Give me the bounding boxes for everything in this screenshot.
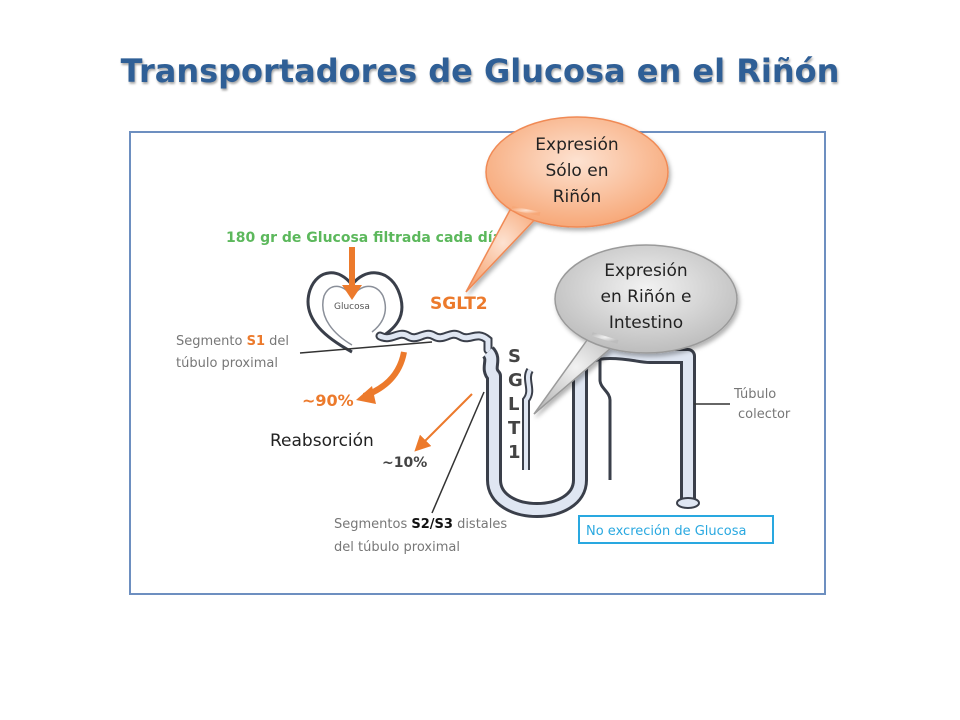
callout-line: Intestino <box>608 313 684 333</box>
callout-kidney-only <box>465 116 669 293</box>
s1-prefix: Segmento <box>176 334 247 349</box>
sglt1-letter: S <box>508 346 521 367</box>
sglt2-label: SGLT2 <box>430 294 488 314</box>
s2s3-label-line2: del túbulo proximal <box>334 540 460 555</box>
callout-line: Riñón <box>552 187 602 207</box>
glucose-label: Glucosa <box>334 302 370 312</box>
filtration-arrowhead <box>342 285 362 300</box>
s1-leader-line <box>299 341 433 354</box>
reabsorption-label: Reabsorción <box>270 431 374 451</box>
reabsorption-10-arrow <box>414 393 473 452</box>
s1-highlight: S1 <box>247 334 265 349</box>
s1-suffix: del <box>265 334 289 349</box>
callout-kidney-intestine-text: Expresión en Riñón e Intestino <box>581 258 711 336</box>
tubule-s1-lumen <box>377 331 491 353</box>
sglt1-letter: 1 <box>508 442 521 463</box>
s2s3-label-line1: Segmentos S2/S3 distales <box>334 517 507 532</box>
sglt1-letter: G <box>508 370 523 391</box>
ascending-limb-lumen <box>524 368 532 470</box>
collector-opening <box>676 497 700 509</box>
callout-line: Sólo en <box>545 161 609 181</box>
filtered-glucose-label: 180 gr de Glucosa filtrada cada día <box>226 230 502 246</box>
callout-kidney-intestine <box>533 244 738 415</box>
collector-label-line2: colector <box>738 407 791 422</box>
callout-line: Expresión <box>604 261 688 281</box>
pct-90-label: ~90% <box>302 391 354 410</box>
pct-10-label: ~10% <box>382 455 427 471</box>
loop-of-henle-lumen <box>484 347 693 515</box>
s2s3-prefix: Segmentos <box>334 517 411 532</box>
no-excretion-box <box>578 515 774 544</box>
sglt1-letter: L <box>508 394 519 415</box>
reabsorption-90-arrowhead <box>356 386 376 404</box>
no-excretion-label: No excreción de Glucosa <box>586 524 746 539</box>
callout-line: Expresión <box>535 135 619 155</box>
s2s3-leader-line <box>431 391 485 514</box>
distal-tubule <box>598 360 612 480</box>
sglt1-letter: T <box>508 418 521 439</box>
s1-label-line1: Segmento S1 del <box>176 334 289 349</box>
s2s3-highlight: S2/S3 <box>411 517 453 532</box>
callout-kidney-only-text: Expresión Sólo en Riñón <box>517 132 637 210</box>
collector-label-line1: Túbulo <box>733 387 776 402</box>
slide-title: Transportadores de Glucosa en el Riñón <box>120 52 840 90</box>
callout-line: en Riñón e <box>600 287 692 307</box>
s1-label-line2: túbulo proximal <box>176 356 278 371</box>
s2s3-suffix: distales <box>453 517 507 532</box>
